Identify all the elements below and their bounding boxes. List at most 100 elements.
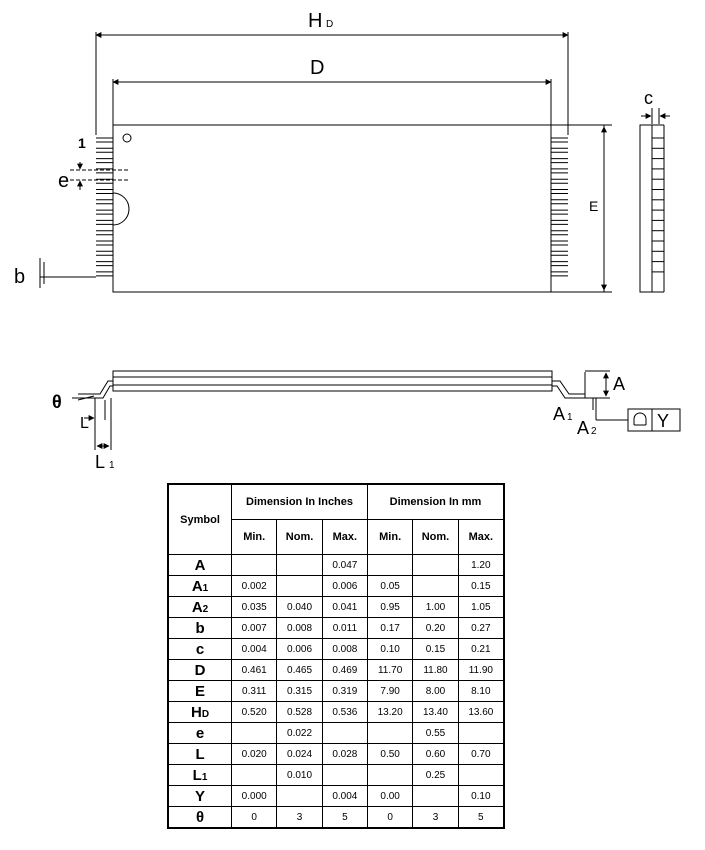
value-cell: 0.520 <box>231 701 278 723</box>
pin1-marker <box>122 133 132 143</box>
symbol-text: A <box>191 577 203 595</box>
value-cell <box>231 554 278 576</box>
value-cell: 0.10 <box>457 785 505 807</box>
value-cell: 0.006 <box>321 575 369 597</box>
sub-header-row: Min.Nom.Max.Min.Nom.Max. <box>168 519 505 555</box>
symbol-text: θ <box>195 808 205 826</box>
symbol-text: H <box>190 703 202 721</box>
symbol-cell: HD <box>167 701 233 723</box>
value-cell: 0.008 <box>276 617 323 639</box>
value-cell: 0.05 <box>366 575 414 597</box>
symbol-text: c <box>195 640 205 658</box>
value-cell: 0.040 <box>276 596 323 618</box>
label-a2: A <box>577 418 589 438</box>
value-cell: 13.60 <box>457 701 505 723</box>
value-cell <box>412 785 459 807</box>
value-cell: 11.90 <box>457 659 505 681</box>
dimension-table: Symbol Dimension In Inches Dimension In … <box>167 483 505 829</box>
symbol-subscript: 1 <box>201 771 208 783</box>
value-cell: 0 <box>366 806 414 829</box>
symbol-cell: A1 <box>167 575 233 597</box>
value-cell <box>321 764 369 786</box>
symbol-text: L <box>192 766 202 784</box>
mm-header: Dimension In mm <box>367 483 505 520</box>
symbol-text: E <box>195 682 206 700</box>
value-cell <box>321 722 369 744</box>
value-cell <box>366 722 414 744</box>
value-cell: 0.006 <box>276 638 323 660</box>
symbol-text: A <box>194 556 206 574</box>
value-cell: 0.20 <box>412 617 459 639</box>
value-cell: 0.55 <box>412 722 459 744</box>
value-cell: 3 <box>276 806 323 829</box>
sub-header: Nom. <box>276 519 323 555</box>
sub-header: Nom. <box>412 519 459 555</box>
value-cell <box>276 575 323 597</box>
value-cell: 0.469 <box>321 659 369 681</box>
value-cell: 0.311 <box>231 680 278 702</box>
value-cell: 0.000 <box>231 785 278 807</box>
symbol-cell: c <box>167 638 233 660</box>
value-cell: 11.70 <box>366 659 414 681</box>
symbol-header: Symbol <box>167 483 233 555</box>
value-cell: 0.95 <box>366 596 414 618</box>
value-cell: 5 <box>457 806 505 829</box>
symbol-cell: b <box>167 617 233 639</box>
label-l1-sub: 1 <box>109 460 115 471</box>
value-cell: 0.27 <box>457 617 505 639</box>
label-a1-sub: 1 <box>567 412 573 423</box>
value-cell: 1.05 <box>457 596 505 618</box>
value-cell <box>457 764 505 786</box>
symbol-cell: A <box>167 554 233 576</box>
label-y: Y <box>657 411 669 431</box>
notch <box>112 192 130 226</box>
value-cell: 0 <box>231 806 278 829</box>
inch-header: Dimension In Inches <box>231 483 368 520</box>
value-cell: 0.011 <box>321 617 369 639</box>
symbol-cell: D <box>167 659 233 681</box>
symbol-cell: e <box>167 722 233 744</box>
value-cell: 0.047 <box>321 554 369 576</box>
coplanarity-icon <box>633 412 647 426</box>
value-cell: 0.008 <box>321 638 369 660</box>
symbol-text: e <box>195 724 205 742</box>
value-cell: 0.10 <box>366 638 414 660</box>
label-d: D <box>310 57 324 79</box>
value-cell: 3 <box>412 806 459 829</box>
right-leads <box>551 137 568 277</box>
package-body <box>112 124 605 293</box>
value-cell: 0.17 <box>366 617 414 639</box>
value-cell: 1.00 <box>412 596 459 618</box>
symbol-cell: L <box>167 743 233 765</box>
label-pin1: 1 <box>78 135 86 151</box>
value-cell: 0.60 <box>412 743 459 765</box>
value-cell: 13.40 <box>412 701 459 723</box>
sub-header: Min. <box>366 519 414 555</box>
label-l: L <box>80 415 89 432</box>
value-cell: 5 <box>321 806 369 829</box>
label-c: c <box>644 88 653 108</box>
value-cell: 13.20 <box>366 701 414 723</box>
value-cell: 0.028 <box>321 743 369 765</box>
symbol-text: b <box>195 619 205 637</box>
value-cell: 0.50 <box>366 743 414 765</box>
side-body <box>112 370 553 392</box>
sub-header: Min. <box>231 519 278 555</box>
value-cell <box>366 554 414 576</box>
symbol-cell: Y <box>167 785 233 807</box>
value-cell: 0.319 <box>321 680 369 702</box>
side-view <box>72 370 628 450</box>
symbol-text: Y <box>195 787 206 805</box>
label-l1: L <box>95 452 105 472</box>
label-theta: θ <box>52 392 62 412</box>
value-cell: 0.15 <box>412 638 459 660</box>
